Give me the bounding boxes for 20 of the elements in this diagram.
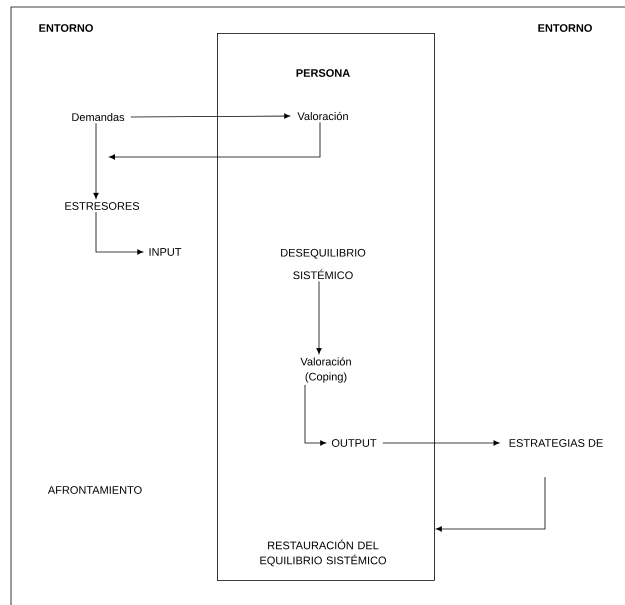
node-text: Demandas: [72, 112, 124, 122]
arrow: [494, 440, 500, 446]
node-text: DESEQUILIBRIO SISTÉMICO: [281, 248, 366, 280]
node-text: Valoración: [297, 112, 348, 120]
node-text: Valoración (Coping): [300, 357, 351, 383]
arrow: [304, 384, 326, 446]
node-text: INPUT: [150, 248, 182, 256]
node-text: ESTRESORES: [65, 202, 140, 210]
node-text: RESTAURACIÓN DEL EQUILIBRIO SISTÉMICO: [260, 540, 386, 566]
arrow: [109, 122, 320, 160]
arrow: [96, 212, 144, 255]
arrow: [284, 113, 290, 119]
label-text: ENTORNO: [538, 24, 592, 32]
arrow: [93, 122, 99, 199]
label-text: AFRONTAMIENTO: [48, 486, 142, 494]
arrow: [316, 280, 322, 354]
arrow: [436, 476, 546, 532]
label-text: ENTORNO: [39, 24, 93, 32]
node-text: OUTPUT: [332, 439, 376, 447]
node-text: ESTRATEGIAS DE: [510, 439, 603, 447]
